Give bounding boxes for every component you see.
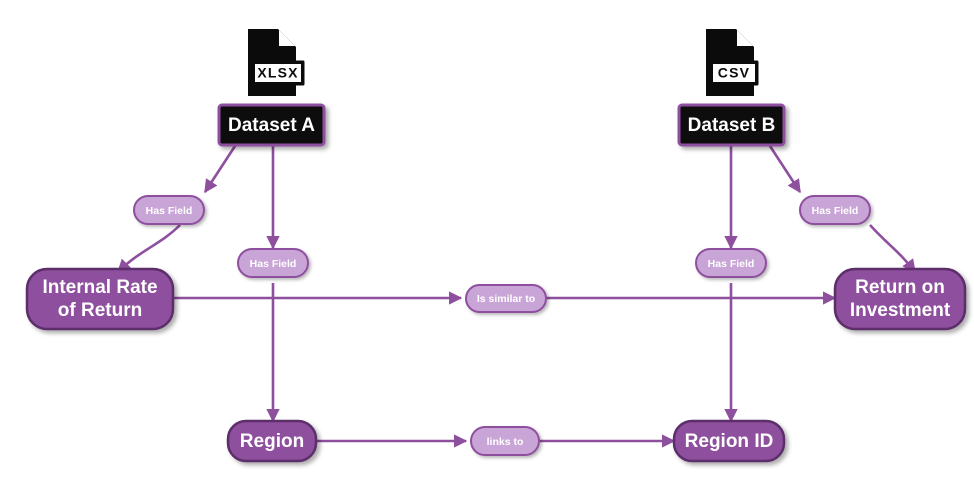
node-return-on-investment-label-line2: Investment	[850, 300, 951, 321]
node-dataset-a-label: Dataset A	[228, 115, 315, 136]
file-extension-label: CSV	[718, 65, 750, 81]
node-internal-rate-of-return-box[interactable]	[25, 267, 175, 331]
file-extension-box-inner	[255, 64, 301, 82]
node-internal-rate-of-return[interactable]: Internal Rate of Return	[25, 267, 175, 331]
node-region-label: Region	[240, 431, 304, 452]
edge-has-field-to-return-on-investment	[869, 224, 917, 274]
file-extension-label: XLSX	[257, 65, 298, 81]
node-internal-rate-of-return-label-line1: Internal Rate	[42, 277, 157, 298]
file-folded-corner	[279, 30, 295, 46]
file-folded-corner	[737, 30, 753, 46]
edge-label-text: Is similar to	[477, 293, 535, 305]
edge-dataset-a-to-has-field-irr	[203, 142, 239, 194]
edge-label-has-field-b-roi[interactable]: Has Field	[799, 195, 871, 225]
node-dataset-b-label: Dataset B	[688, 115, 776, 136]
node-return-on-investment[interactable]: Return on Investment	[833, 267, 967, 331]
edge-label-text: Has Field	[708, 258, 755, 270]
edge-label-text: Has Field	[146, 205, 193, 217]
edge-label-pill[interactable]	[470, 426, 540, 456]
edge-label-pill[interactable]	[237, 248, 309, 278]
edge-label-has-field-a-region[interactable]: Has Field	[237, 248, 309, 278]
node-dataset-a-box[interactable]	[217, 103, 326, 147]
node-dataset-a[interactable]: Dataset A	[217, 103, 326, 147]
node-dataset-b-box[interactable]	[677, 103, 786, 147]
node-return-on-investment-label-line1: Return on	[855, 277, 945, 298]
edge-label-text: Has Field	[250, 258, 297, 270]
edge-label-has-field-a-irr[interactable]: Has Field	[133, 195, 205, 225]
edge-label-pill[interactable]	[133, 195, 205, 225]
edge-label-pill[interactable]	[799, 195, 871, 225]
edge-dataset-b-to-has-field-roi	[766, 142, 802, 194]
node-region-id-label: Region ID	[685, 431, 774, 452]
edge-label-pill[interactable]	[695, 248, 767, 278]
edge-label-text: Has Field	[812, 205, 859, 217]
edge-label-text: links to	[487, 436, 524, 448]
node-region-id[interactable]: Region ID	[672, 419, 786, 463]
node-region[interactable]: Region	[226, 419, 318, 463]
node-return-on-investment-box[interactable]	[833, 267, 967, 331]
edge-label-has-field-b-regionid[interactable]: Has Field	[695, 248, 767, 278]
edge-label-links-to[interactable]: links to	[470, 426, 540, 456]
node-region-id-box[interactable]	[672, 419, 786, 463]
node-region-box[interactable]	[226, 419, 318, 463]
edge-layer	[117, 142, 917, 448]
file-extension-box-inner	[713, 64, 755, 82]
edge-label-pill[interactable]	[465, 284, 547, 313]
node-dataset-b[interactable]: Dataset B	[677, 103, 786, 147]
file-icon-xlsx: XLSX	[248, 29, 305, 96]
edge-has-field-to-internal-rate-of-return	[117, 224, 181, 273]
node-internal-rate-of-return-label-line2: of Return	[58, 300, 142, 321]
file-icon-csv: CSV	[706, 29, 759, 96]
edge-label-is-similar-to[interactable]: Is similar to	[465, 284, 547, 313]
